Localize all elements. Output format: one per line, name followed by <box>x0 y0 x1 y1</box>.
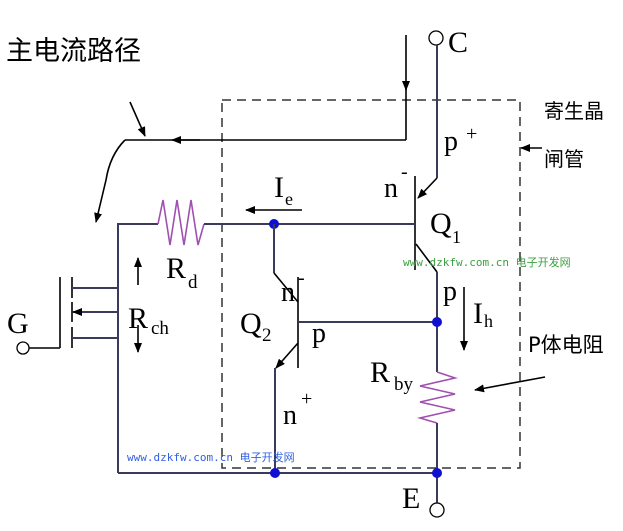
node-q2-base <box>432 317 442 327</box>
p-q1-label: p <box>443 276 457 307</box>
svg-text:ch: ch <box>151 318 169 339</box>
watermark: www.dzkfw.com.cn 电子开发网 <box>403 255 571 269</box>
p-plus-label: p+ <box>444 123 477 157</box>
svg-text:+: + <box>466 123 477 145</box>
rd-resistor <box>157 199 205 246</box>
collector-label: C <box>448 26 468 59</box>
collector-terminal <box>428 30 444 46</box>
svg-text:1: 1 <box>452 227 461 247</box>
base-bus-wire <box>117 223 158 473</box>
gate-terminal <box>16 341 30 355</box>
svg-text:I: I <box>473 297 483 330</box>
main-current-path-label: 主电流路径 <box>6 36 141 67</box>
rby-resistor <box>416 371 458 424</box>
svg-text:d: d <box>188 272 198 293</box>
svg-text:I: I <box>274 171 284 204</box>
svg-text:2: 2 <box>262 325 272 346</box>
q2-collector-leg <box>273 272 299 303</box>
p-body-pointer <box>474 376 546 393</box>
svg-text:R: R <box>370 356 390 389</box>
watermark: www.dzkfw.com.cn 电子开发网 <box>127 450 295 464</box>
main-current-pointer <box>129 101 146 137</box>
svg-text:n: n <box>384 173 398 204</box>
q2-emitter-arrow <box>275 342 299 369</box>
svg-text:R: R <box>128 302 148 335</box>
gate-label: G <box>7 307 29 340</box>
svg-text:p: p <box>444 126 458 157</box>
svg-text:-: - <box>298 267 305 289</box>
parasitic-thyristor-boundary <box>221 99 521 469</box>
parasitic-thyristor-label-1: 寄生晶 <box>544 99 604 123</box>
svg-text:n: n <box>281 277 295 308</box>
q1-emitter-arrow <box>417 177 438 199</box>
svg-text:by: by <box>394 374 414 395</box>
parasitic-thyristor-label-2: 闸管 <box>544 147 584 171</box>
q1-collector-leg <box>415 243 438 273</box>
emitter-terminal <box>429 502 445 518</box>
n-plus-label: n+ <box>283 388 312 431</box>
n-minus-q1-label: n- <box>384 161 408 204</box>
svg-text:h: h <box>484 311 493 331</box>
p-q2-label: p <box>312 318 326 349</box>
svg-text:n: n <box>283 400 297 431</box>
node-emitter <box>432 468 442 478</box>
svg-text:-: - <box>401 161 408 183</box>
svg-text:Q: Q <box>240 307 262 340</box>
emitter-label: E <box>402 482 420 515</box>
svg-text:R: R <box>166 252 186 285</box>
p-body-resistance-label: P体电阻 <box>528 333 604 357</box>
svg-text:+: + <box>301 388 312 410</box>
n-minus-q2-label: n- <box>281 267 305 308</box>
svg-text:e: e <box>285 189 293 209</box>
node-q2-emitter <box>270 468 280 478</box>
svg-text:Q: Q <box>430 207 452 240</box>
main-current-curve <box>94 139 126 223</box>
